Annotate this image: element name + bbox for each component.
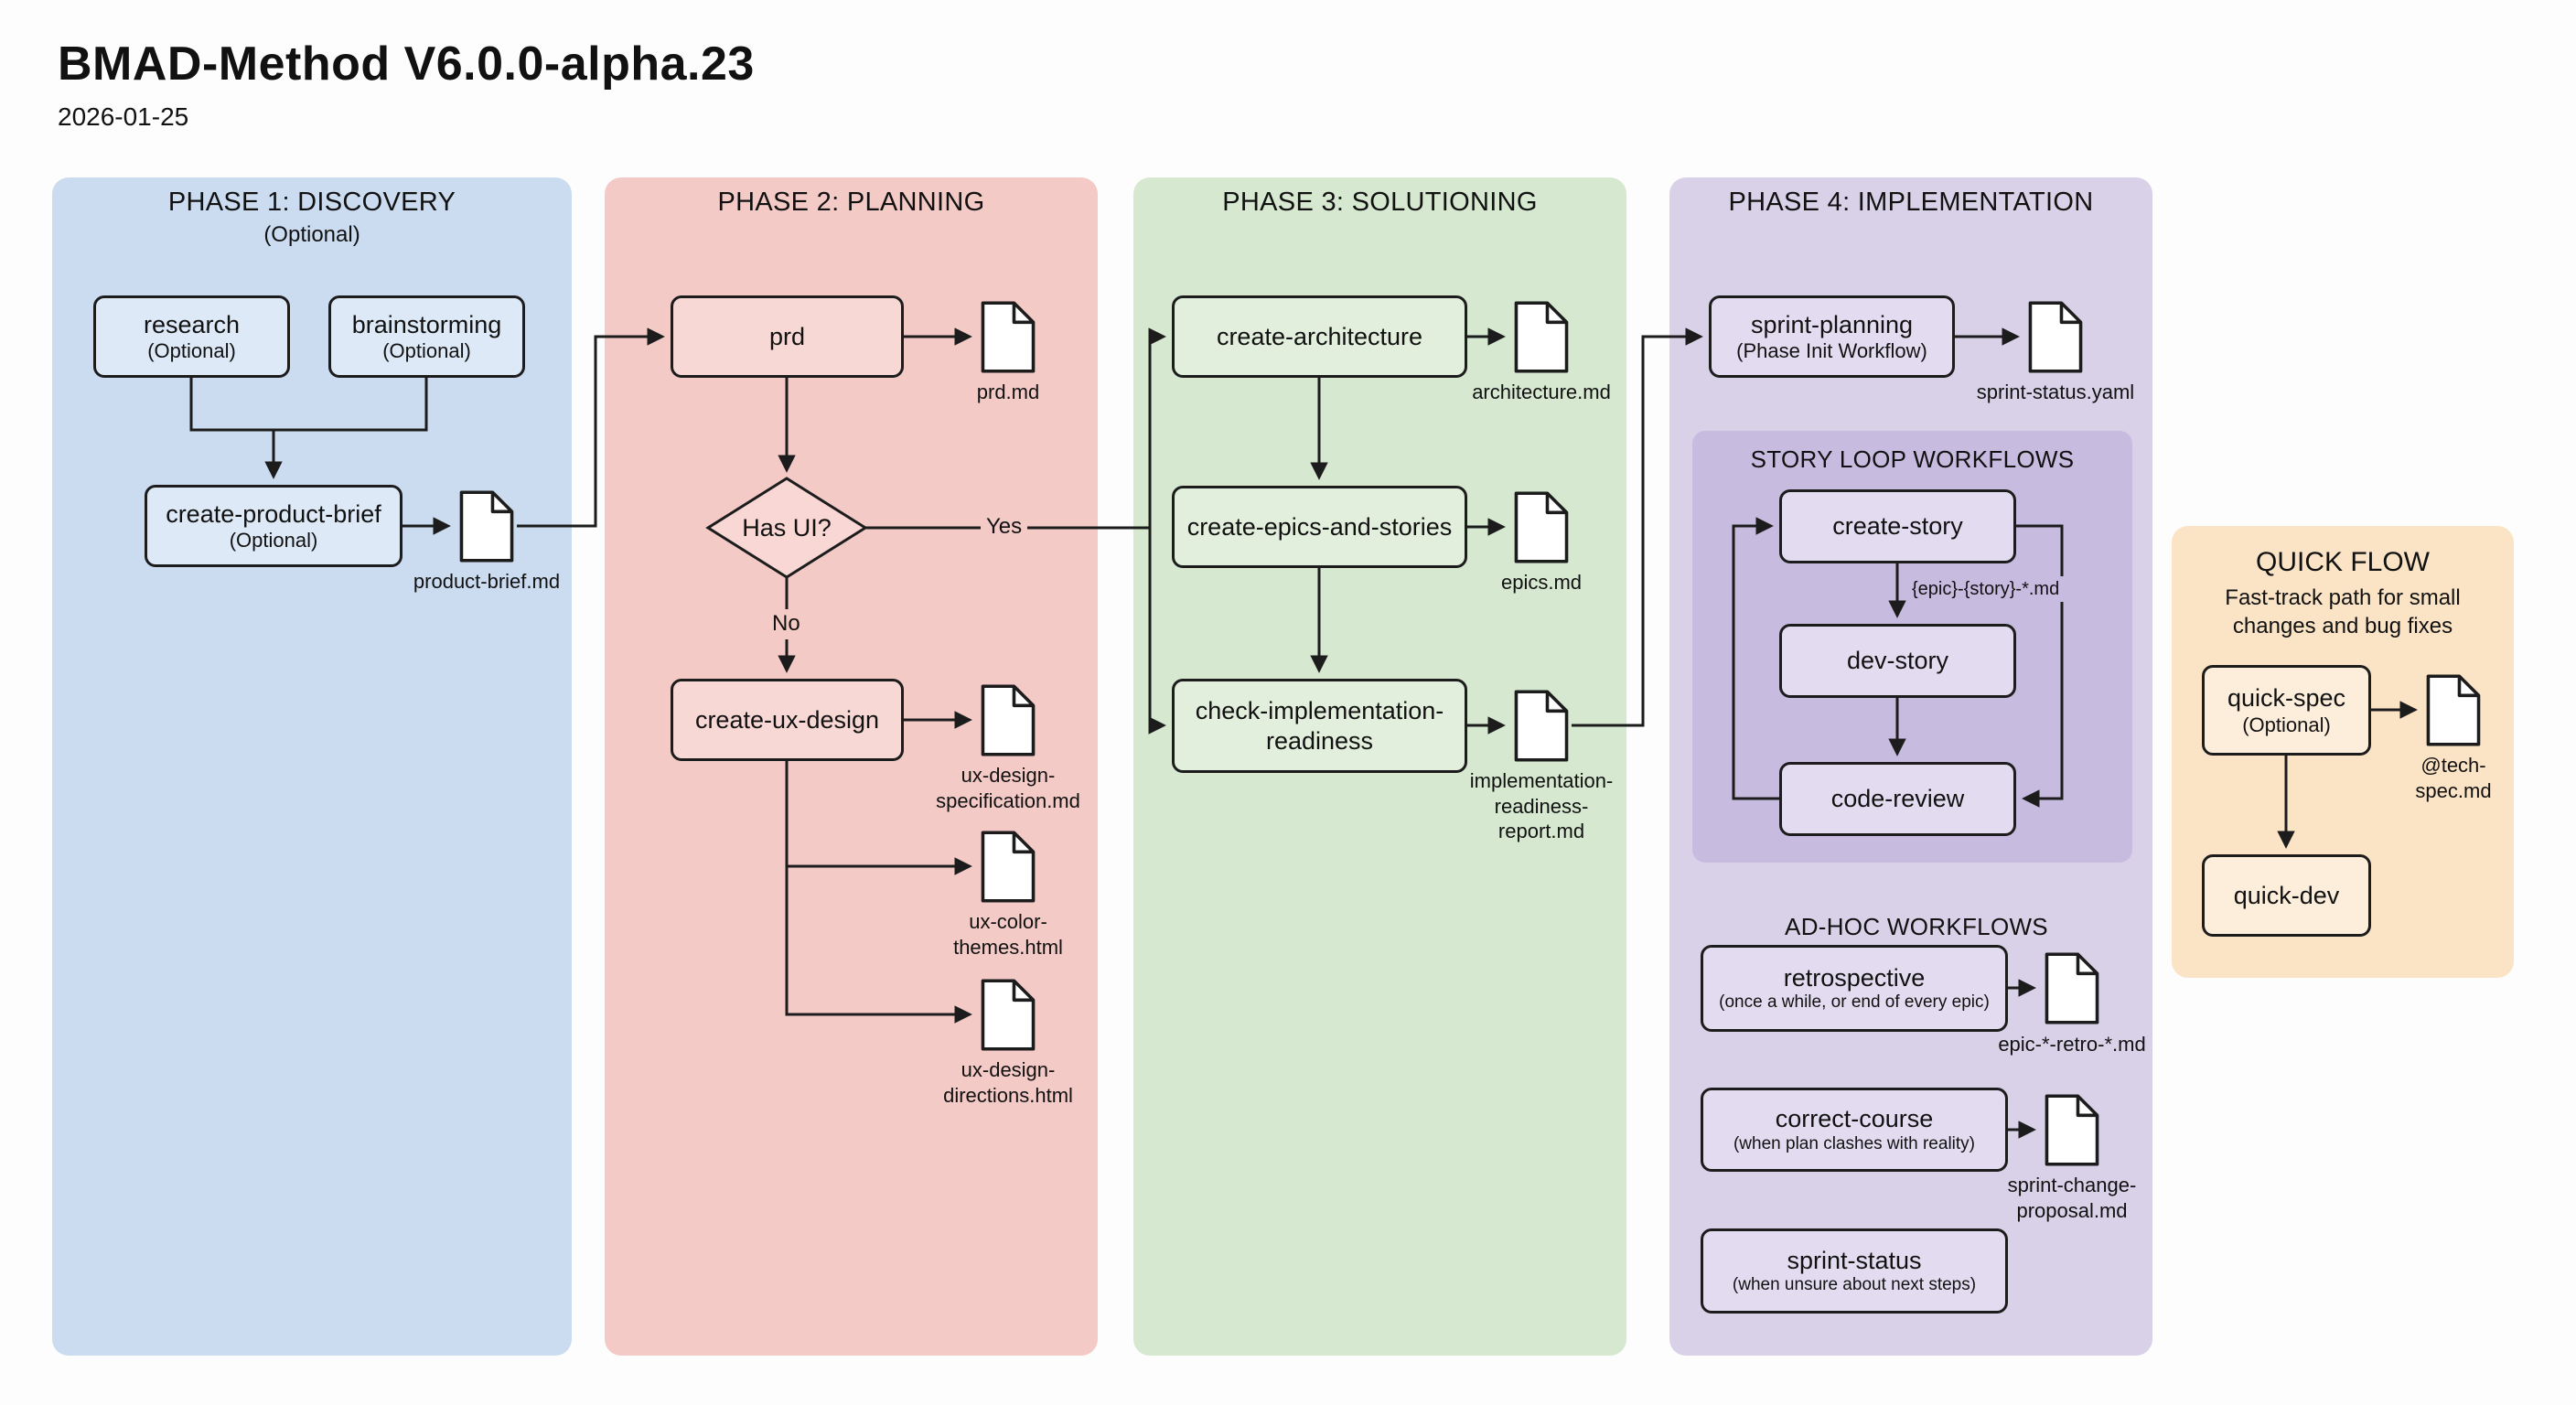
- readiness-doc-label: implementation- readiness- report.md: [1469, 769, 1614, 842]
- node-sprint-status-note: (when unsure about next steps): [1732, 1275, 1977, 1295]
- ux-color-doc-label: ux-color- themes.html: [953, 910, 1063, 959]
- sprint-status-doc-label: sprint-status.yaml: [1976, 381, 2135, 403]
- node-brainstorming: brainstorming (Optional): [328, 295, 525, 378]
- story-loop-title: STORY LOOP WORKFLOWS: [1750, 445, 2075, 473]
- node-quick-spec: quick-spec (Optional): [2202, 665, 2371, 756]
- phase3-title: PHASE 3: SOLUTIONING: [1222, 188, 1538, 217]
- phase2-title: PHASE 2: PLANNING: [717, 188, 985, 217]
- node-retrospective-note: (once a while, or end of every epic): [1719, 992, 1990, 1013]
- quick-flow-subtitle: Fast-track path for small changes and bu…: [2225, 585, 2461, 639]
- phase1-title: PHASE 1: DISCOVERY: [167, 188, 456, 217]
- node-research: research (Optional): [93, 295, 290, 378]
- phase1-subtitle: (Optional): [263, 222, 360, 247]
- document-icon: [2042, 951, 2102, 1025]
- node-check-readiness-label: check-implementation- readiness: [1195, 697, 1444, 755]
- document-icon: [456, 489, 517, 563]
- node-create-story-label: create-story: [1832, 512, 1963, 541]
- ux-spec-doc-label: ux-design- specification.md: [936, 764, 1080, 812]
- node-create-architecture-label: create-architecture: [1216, 322, 1423, 350]
- node-code-review: code-review: [1779, 762, 2016, 836]
- node-create-ux-design: create-ux-design: [671, 679, 904, 761]
- node-create-product-brief-label: create-product-brief: [166, 499, 381, 528]
- node-correct-course-label: correct-course: [1775, 1105, 1934, 1133]
- decision-has-ui-label: Has UI?: [742, 514, 832, 542]
- tech-spec-doc-label: @tech- spec.md: [2415, 754, 2492, 802]
- edge-label-story-file: {epic}-{story}-*.md: [1906, 576, 2066, 602]
- node-sprint-planning-label: sprint-planning: [1750, 310, 1914, 338]
- node-brainstorming-label: brainstorming: [351, 310, 502, 338]
- node-create-ux-design-label: create-ux-design: [694, 705, 880, 734]
- node-create-epics-label: create-epics-and-stories: [1186, 512, 1453, 541]
- node-quick-dev-label: quick-dev: [2233, 881, 2340, 909]
- adhoc-title: AD-HOC WORKFLOWS: [1785, 913, 2048, 940]
- document-icon: [2423, 673, 2484, 747]
- node-quick-spec-label: quick-spec: [2227, 684, 2346, 713]
- sprint-change-doc-label: sprint-change- proposal.md: [2007, 1174, 2137, 1222]
- node-sprint-status-label: sprint-status: [1787, 1246, 1922, 1274]
- node-create-epics-and-stories: create-epics-and-stories: [1172, 486, 1467, 568]
- node-create-product-brief-note: (Optional): [229, 529, 318, 552]
- node-research-note: (Optional): [147, 339, 236, 362]
- node-create-story: create-story: [1779, 489, 2016, 563]
- node-quick-dev: quick-dev: [2202, 854, 2371, 937]
- prd-doc-label: prd.md: [976, 381, 1040, 403]
- phase4-title: PHASE 4: IMPLEMENTATION: [1728, 188, 2094, 217]
- document-icon: [2025, 300, 2086, 374]
- page-title: BMAD-Method V6.0.0-alpha.23: [58, 38, 755, 91]
- edge-label-yes: Yes: [981, 512, 1028, 542]
- node-quick-spec-note: (Optional): [2242, 713, 2331, 736]
- node-create-architecture: create-architecture: [1172, 295, 1467, 378]
- document-icon: [978, 683, 1038, 757]
- quick-flow-title: QUICK FLOW: [2255, 547, 2430, 577]
- node-prd-label: prd: [768, 322, 806, 350]
- document-icon: [1511, 490, 1572, 564]
- node-sprint-status: sprint-status (when unsure about next st…: [1701, 1228, 2008, 1314]
- edge-label-no: No: [767, 609, 806, 639]
- document-icon: [2042, 1093, 2102, 1167]
- product-brief-doc-label: product-brief.md: [413, 570, 561, 593]
- node-correct-course: correct-course (when plan clashes with r…: [1701, 1088, 2008, 1172]
- node-retrospective-label: retrospective: [1783, 963, 1926, 992]
- document-icon: [1511, 689, 1572, 763]
- node-research-label: research: [143, 310, 241, 338]
- node-check-implementation-readiness: check-implementation- readiness: [1172, 679, 1467, 773]
- epics-doc-label: epics.md: [1500, 571, 1583, 594]
- page-date: 2026-01-25: [58, 102, 189, 131]
- retro-doc-label: epic-*-retro-*.md: [1998, 1033, 2146, 1056]
- node-brainstorming-note: (Optional): [382, 339, 471, 362]
- document-icon: [978, 830, 1038, 904]
- node-sprint-planning-note: (Phase Init Workflow): [1736, 339, 1927, 362]
- document-icon: [978, 978, 1038, 1052]
- ux-directions-doc-label: ux-design- directions.html: [943, 1058, 1073, 1107]
- node-create-product-brief: create-product-brief (Optional): [145, 485, 402, 567]
- node-dev-story-label: dev-story: [1846, 647, 1949, 675]
- node-retrospective: retrospective (once a while, or end of e…: [1701, 945, 2008, 1032]
- document-icon: [1511, 300, 1572, 374]
- node-prd: prd: [671, 295, 904, 378]
- node-code-review-label: code-review: [1830, 785, 1965, 813]
- document-icon: [978, 300, 1038, 374]
- node-dev-story: dev-story: [1779, 624, 2016, 698]
- architecture-doc-label: architecture.md: [1472, 381, 1611, 403]
- node-sprint-planning: sprint-planning (Phase Init Workflow): [1709, 295, 1955, 378]
- node-correct-course-note: (when plan clashes with reality): [1733, 1133, 1975, 1153]
